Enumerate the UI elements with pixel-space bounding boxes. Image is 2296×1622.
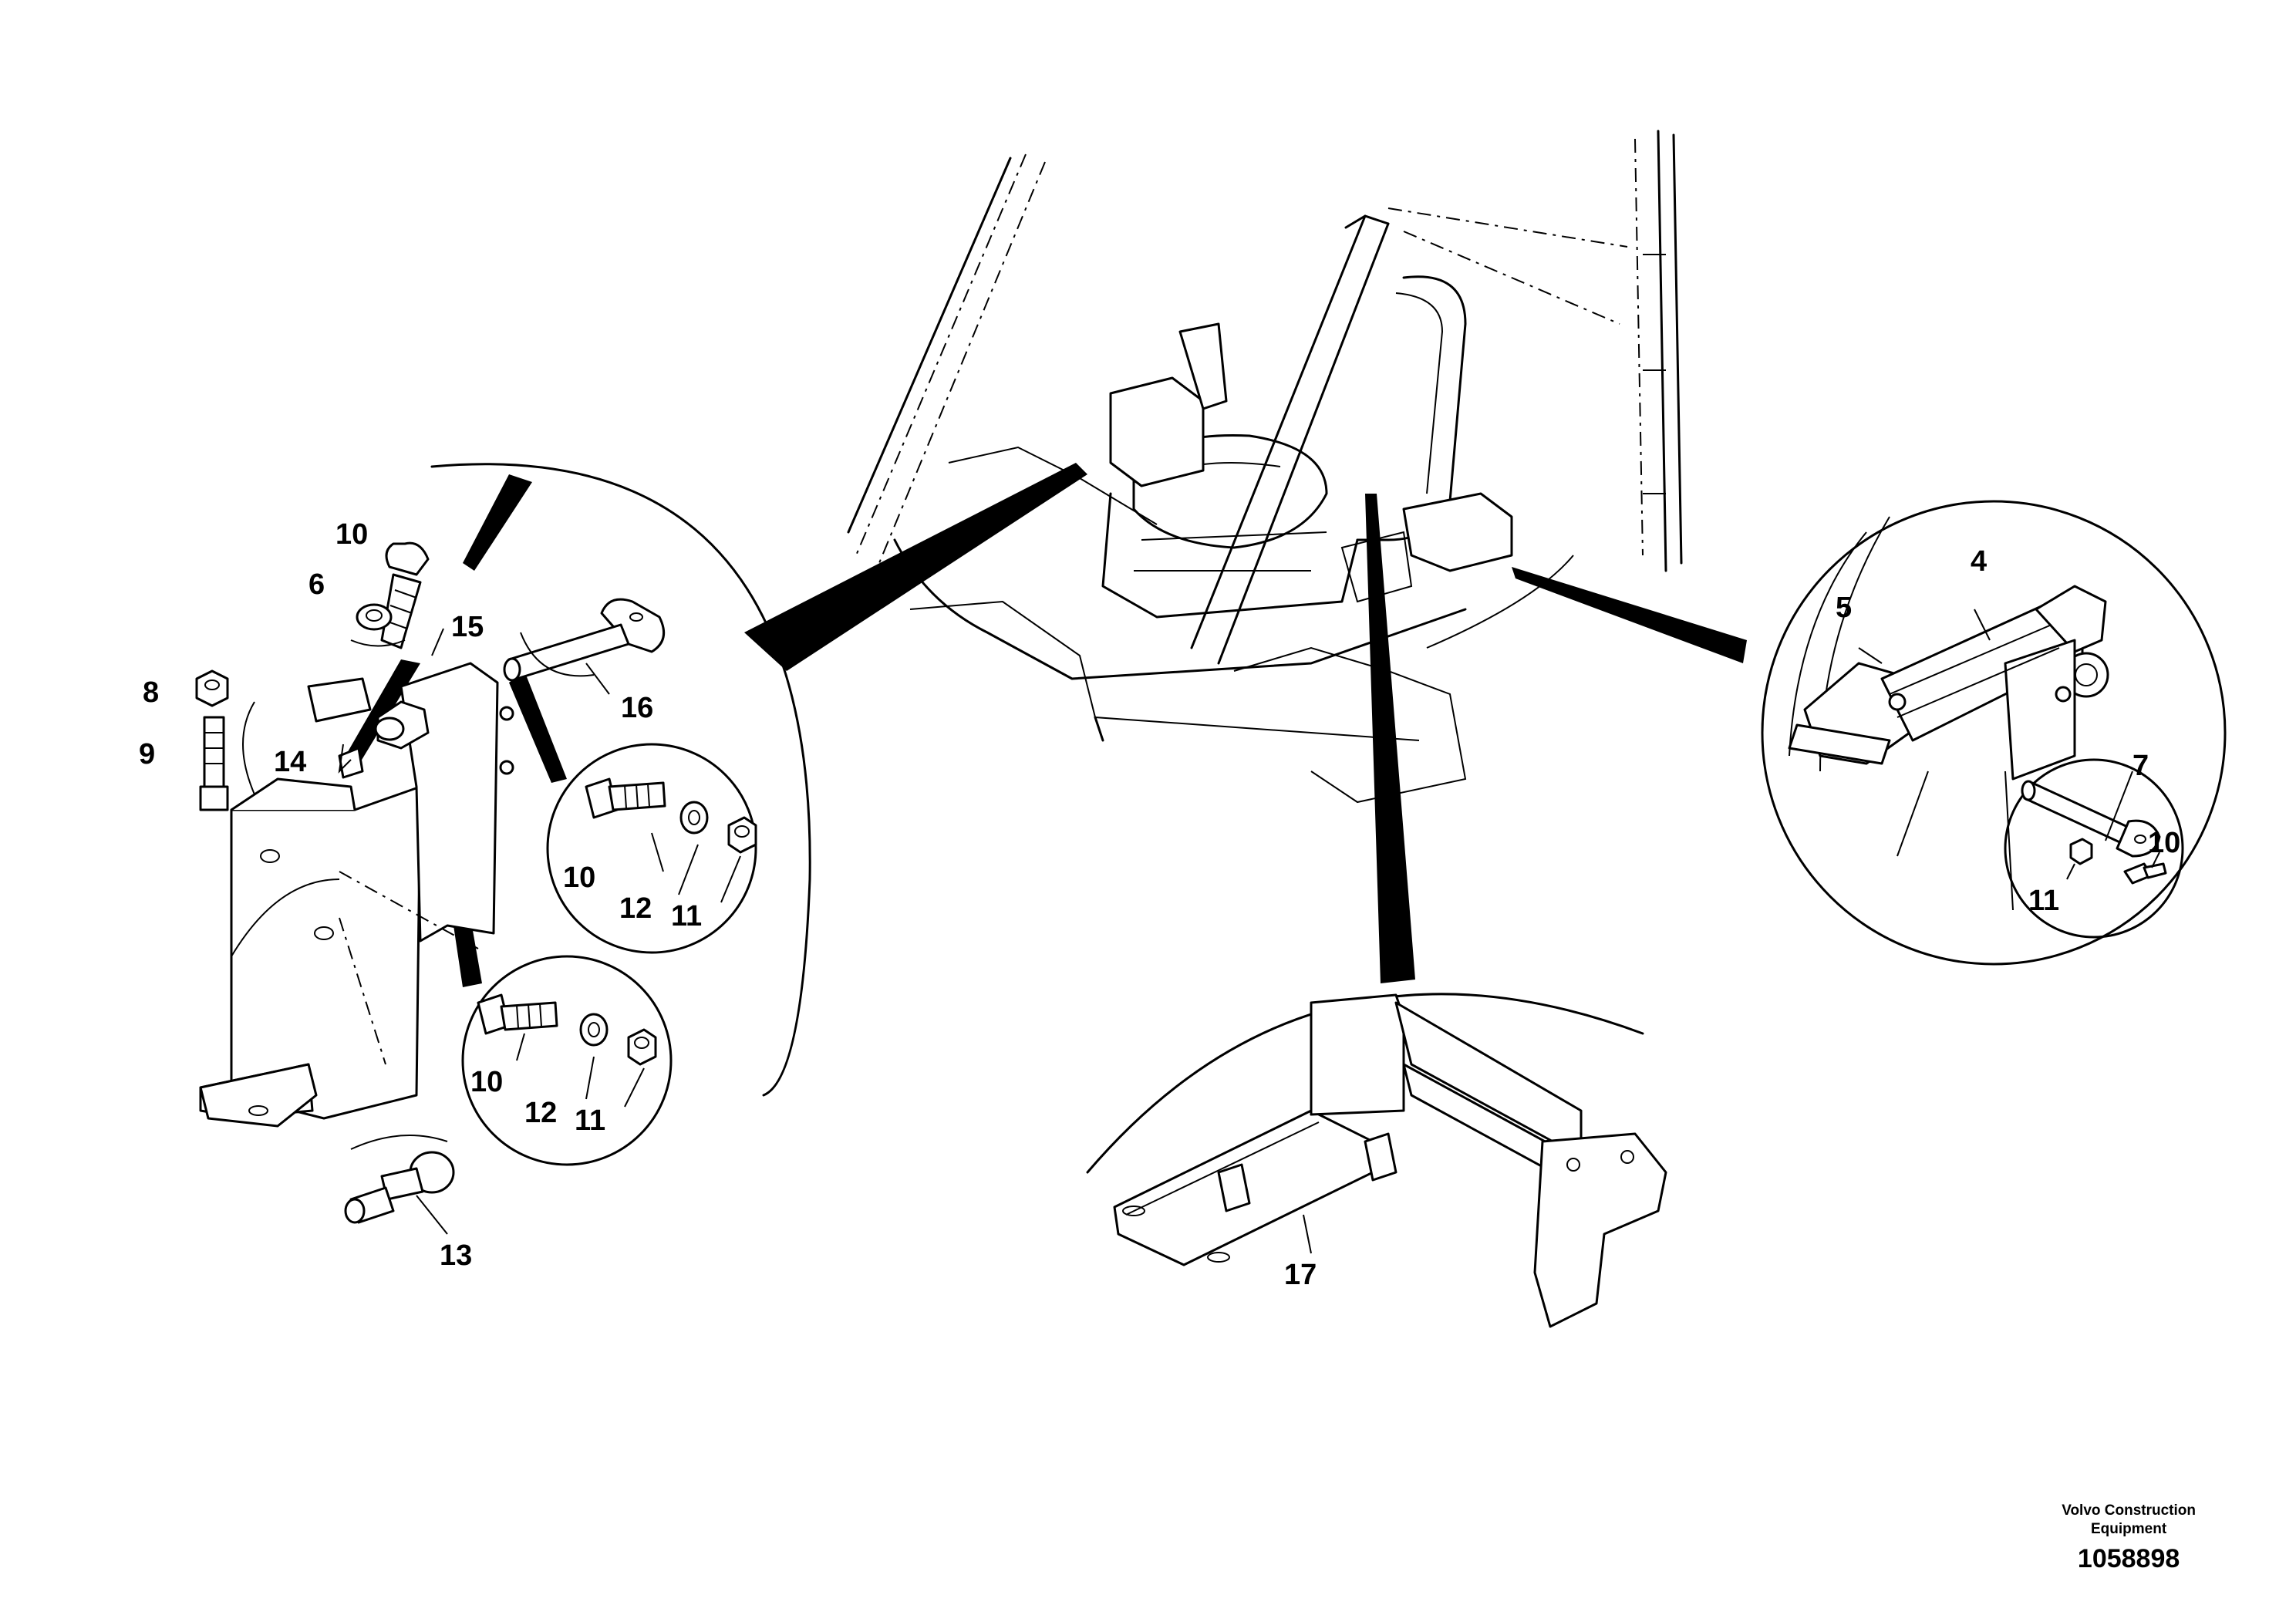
- cab-seat-assembly: [847, 130, 1683, 804]
- label-8: 8: [143, 676, 159, 709]
- part-labels: 10 6 15 8 9 14 16 10 12 11 10 12 11 13 1…: [139, 518, 2180, 1291]
- label-10-c: 10: [470, 1066, 503, 1098]
- label-13: 13: [440, 1239, 472, 1272]
- publisher-footer: Volvo Construction Equipment 1058898: [2062, 1502, 2196, 1576]
- hardware-detail-circle-upper: [546, 743, 757, 954]
- bolt-9-icon: [199, 701, 255, 811]
- brand-name-line1: Volvo Construction: [2062, 1502, 2196, 1519]
- ball-stud-13-icon: [344, 1135, 455, 1224]
- drawing-reference-number: 1058898: [2077, 1544, 2180, 1573]
- pin-16-icon: [503, 598, 666, 682]
- label-17: 17: [1284, 1259, 1317, 1291]
- label-12-a: 12: [619, 892, 652, 925]
- hardware-detail-circle-lower: [461, 955, 673, 1166]
- label-9: 9: [139, 738, 155, 771]
- label-15: 15: [451, 611, 484, 643]
- bolt-10-top-icon: [380, 541, 430, 649]
- left-detail-circle: [199, 463, 811, 1128]
- label-10-a: 10: [335, 518, 368, 551]
- nut-8-icon: [195, 669, 229, 707]
- label-7: 7: [2132, 750, 2149, 782]
- label-10-d: 10: [2148, 827, 2180, 859]
- label-6: 6: [308, 568, 325, 601]
- label-16: 16: [621, 692, 653, 724]
- pin-detail-circle: [2004, 758, 2184, 939]
- label-4: 4: [1971, 545, 1987, 578]
- label-10-b: 10: [563, 862, 595, 894]
- label-11-a: 11: [671, 900, 702, 932]
- brand-name-line2: Equipment: [2091, 1521, 2167, 1537]
- label-5: 5: [1836, 592, 1852, 624]
- label-12-b: 12: [524, 1097, 557, 1129]
- nut-6-icon: [350, 603, 406, 647]
- label-14: 14: [274, 746, 306, 778]
- label-11-c: 11: [2028, 885, 2059, 917]
- right-detail-circle: [1761, 500, 2227, 966]
- label-leader-lines: [338, 609, 2160, 1254]
- seat-frame-17-icon: [1113, 993, 1667, 1328]
- label-11-b: 11: [575, 1104, 605, 1137]
